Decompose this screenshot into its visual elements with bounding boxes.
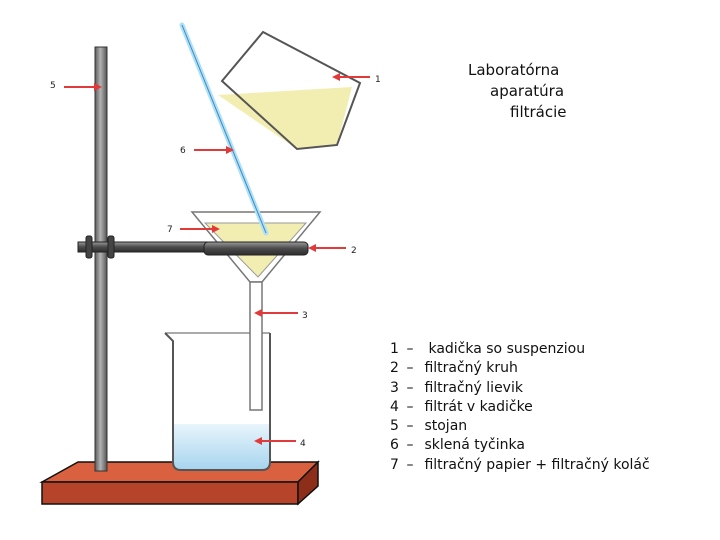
title-line-1: Laboratórna — [468, 61, 560, 79]
legend-item: 4 –filtrát v kadičke — [390, 398, 650, 417]
legend-number: 2 — [390, 360, 399, 377]
legend-separator: – — [406, 360, 414, 377]
legend-number: 5 — [390, 418, 399, 435]
callout-3: 3 — [302, 311, 308, 321]
legend-text: stojan — [424, 418, 468, 435]
callout-1: 1 — [375, 75, 381, 85]
stand-rod — [94, 46, 108, 472]
legend-item: 7 –filtračný papier + filtračný koláč — [390, 456, 650, 475]
legend-text: sklená tyčinka — [424, 437, 525, 454]
callout-2: 2 — [351, 246, 357, 256]
callout-5: 5 — [50, 81, 56, 91]
legend-number: 7 — [390, 456, 399, 473]
callout-arrows — [64, 73, 370, 445]
glass-rod-highlight — [181, 24, 267, 234]
legend-separator: – — [406, 456, 414, 473]
legend-number: 3 — [390, 379, 399, 396]
legend-text: filtračný lievik — [424, 379, 523, 396]
legend-separator: – — [406, 379, 414, 396]
legend-text: filtračný papier + filtračný koláč — [424, 456, 650, 473]
callout-labels: 1 2 3 4 5 6 7 — [50, 75, 381, 449]
legend-item: 5 –stojan — [390, 417, 650, 436]
legend-item: 6 –sklená tyčinka — [390, 436, 650, 455]
callout-6: 6 — [180, 146, 186, 156]
legend-text: filtrát v kadičke — [424, 398, 533, 415]
legend-separator: – — [406, 437, 414, 454]
legend: 1 –kadička so suspenziou 2 –filtračný kr… — [390, 340, 650, 475]
legend-number: 4 — [390, 398, 399, 415]
beaker — [164, 332, 271, 471]
legend-text: filtračný kruh — [424, 360, 518, 377]
legend-separator: – — [406, 418, 414, 435]
legend-number: 6 — [390, 437, 399, 454]
callout-4: 4 — [300, 439, 306, 449]
tilted-beaker — [218, 30, 362, 151]
legend-item: 3 –filtračný lievik — [390, 379, 650, 398]
legend-separator: – — [406, 341, 414, 357]
filter-ring-clamp — [77, 235, 309, 259]
callout-7: 7 — [167, 225, 173, 235]
legend-separator: – — [406, 398, 414, 415]
legend-text: kadička so suspenziou — [428, 341, 586, 357]
legend-number: 1 — [390, 341, 399, 357]
title-line-2: aparatúra — [490, 82, 565, 100]
legend-item: 1 –kadička so suspenziou — [390, 340, 650, 359]
title-line-3: filtrácie — [510, 103, 567, 121]
legend-item: 2 –filtračný kruh — [390, 359, 650, 378]
